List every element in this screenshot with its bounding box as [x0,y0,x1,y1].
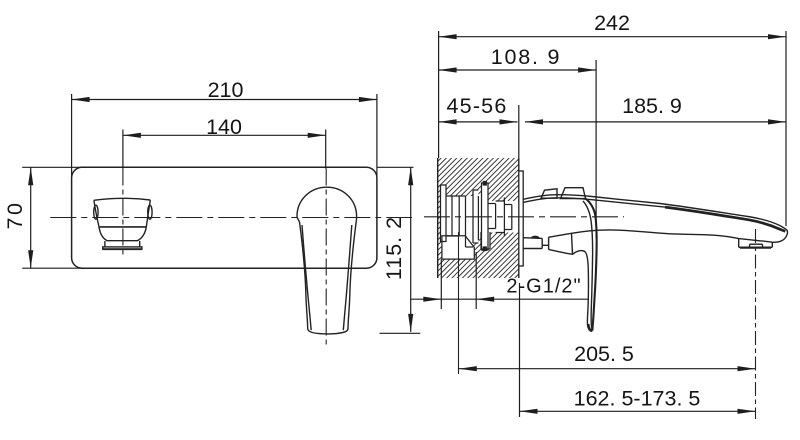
svg-text:70: 70 [3,201,27,230]
svg-text:210: 210 [208,78,244,102]
svg-text:45-56: 45-56 [447,94,508,118]
svg-text:185. 9: 185. 9 [622,94,682,118]
svg-text:162. 5-173. 5: 162. 5-173. 5 [574,387,701,411]
svg-text:205. 5: 205. 5 [574,342,634,366]
svg-text:115. 2: 115. 2 [382,216,406,280]
svg-text:140: 140 [206,115,242,139]
svg-text:2-G1/2": 2-G1/2" [506,276,581,298]
svg-text:108. 9: 108. 9 [491,45,562,69]
svg-text:242: 242 [594,11,630,35]
